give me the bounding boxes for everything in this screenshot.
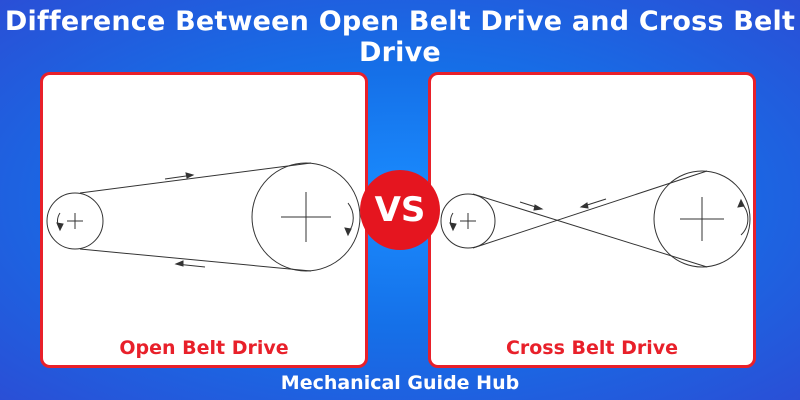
cross-belt-drive-panel: Cross Belt Drive xyxy=(428,72,756,368)
belt-bottom-span xyxy=(79,248,312,272)
large-pulley xyxy=(653,170,751,268)
footer-brand: Mechanical Guide Hub xyxy=(280,372,520,394)
vs-badge: VS xyxy=(360,170,440,250)
small-pulley xyxy=(440,193,496,249)
belt-top-span xyxy=(79,162,312,194)
rotation-arrow-large xyxy=(740,202,749,236)
open-belt-drive-caption: Open Belt Drive xyxy=(119,337,289,359)
open-belt-drive-panel: Open Belt Drive xyxy=(40,72,368,368)
small-pulley xyxy=(46,192,104,250)
page-title: Difference Between Open Belt Drive and C… xyxy=(4,6,796,68)
cross-belt-drive-diagram xyxy=(440,170,751,268)
cross-belt-drive-caption: Cross Belt Drive xyxy=(505,337,679,359)
open-belt-drive-diagram xyxy=(46,162,361,272)
belt-cross-span-2 xyxy=(472,170,708,249)
belt-cross-span-1 xyxy=(472,193,708,268)
